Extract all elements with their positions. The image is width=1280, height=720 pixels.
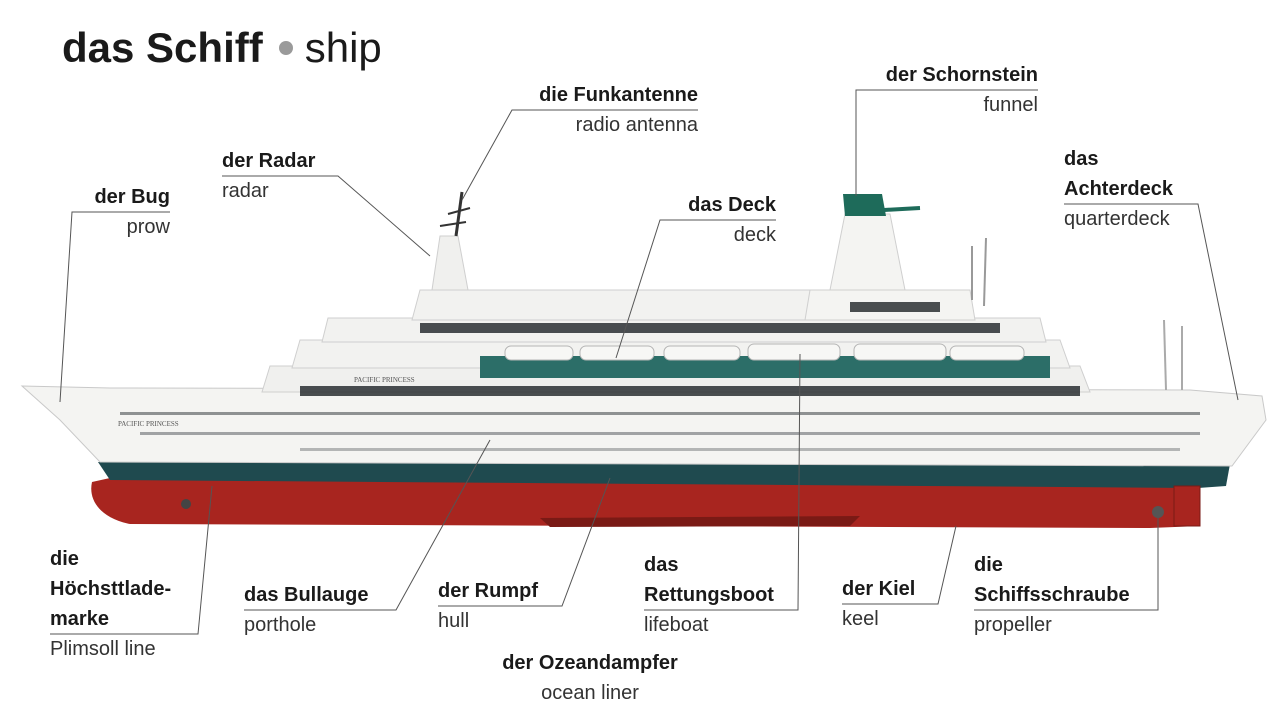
label-radio-antenna: die Funkantenne radio antenna	[520, 80, 698, 140]
rudder	[1173, 485, 1201, 527]
bow-thruster	[181, 499, 191, 509]
label-english: prow	[126, 216, 170, 238]
label-german-line2: Rettungsboot	[644, 584, 774, 606]
label-german: das Deck	[688, 194, 776, 216]
label-english: hull	[438, 610, 470, 632]
label-german-line2: Achterdeck	[1064, 178, 1173, 200]
label-english: porthole	[244, 614, 317, 636]
title-german: das Schiff	[62, 24, 263, 71]
label-english: quarterdeck	[1064, 208, 1170, 230]
label-german-line1: das	[1064, 148, 1099, 170]
propeller	[1152, 506, 1164, 518]
ship-name-bow: PACIFIC PRINCESS	[118, 420, 179, 428]
label-german: der Bug	[94, 186, 170, 208]
page-title: das Schiff ship	[62, 24, 382, 72]
label-german: der Kiel	[842, 578, 916, 600]
label-funnel: der Schornstein funnel	[860, 60, 1038, 120]
label-german-line1: das	[644, 554, 679, 576]
label-german: das Bullauge	[244, 584, 369, 606]
label-german: der Schornstein	[885, 64, 1038, 86]
label-german-line2: Höchsttlade-	[50, 578, 172, 600]
label-prow: der Bug prow	[60, 182, 170, 242]
funnel	[829, 213, 906, 291]
mast	[431, 235, 469, 291]
label-ocean-liner: der Ozeandampfer ocean liner	[440, 648, 740, 708]
label-hull: der Rumpf hull	[438, 576, 538, 636]
label-lifeboat: das Rettungsboot lifeboat	[644, 550, 774, 640]
ship-name-superstructure: PACIFIC PRINCESS	[354, 376, 415, 384]
bridge-deck	[411, 289, 821, 321]
label-english: radio antenna	[575, 114, 698, 136]
label-german-line3: marke	[50, 608, 109, 630]
label-keel: der Kiel keel	[842, 574, 915, 634]
label-german-line1: die	[974, 554, 1003, 576]
label-english: propeller	[974, 614, 1052, 636]
label-german-line1: die	[50, 548, 79, 570]
title-separator-dot	[278, 40, 293, 55]
label-english: ocean liner	[541, 682, 639, 704]
label-english: radar	[222, 180, 269, 202]
label-radar: der Radar radar	[222, 146, 315, 206]
title-english: ship	[304, 24, 382, 71]
label-deck: das Deck deck	[640, 190, 776, 250]
label-english: lifeboat	[644, 614, 709, 636]
label-english: Plimsoll line	[50, 638, 156, 660]
label-porthole: das Bullauge porthole	[244, 580, 368, 640]
label-propeller: die Schiffsschraube propeller	[974, 550, 1130, 640]
label-german: der Rumpf	[438, 580, 538, 602]
label-german: der Ozeandampfer	[502, 652, 678, 674]
label-english: funnel	[983, 94, 1039, 116]
label-german: der Radar	[222, 150, 316, 172]
label-german-line2: Schiffsschraube	[974, 584, 1130, 606]
label-english: deck	[733, 224, 776, 246]
funnel-top	[843, 194, 886, 216]
white-hull	[20, 385, 1267, 467]
label-german: die Funkantenne	[539, 84, 698, 106]
label-plimsoll-line: die Höchsttlade- marke Plimsoll line	[50, 544, 171, 664]
label-english: keel	[842, 608, 879, 630]
label-quarterdeck: das Achterdeck quarterdeck	[1064, 144, 1173, 234]
